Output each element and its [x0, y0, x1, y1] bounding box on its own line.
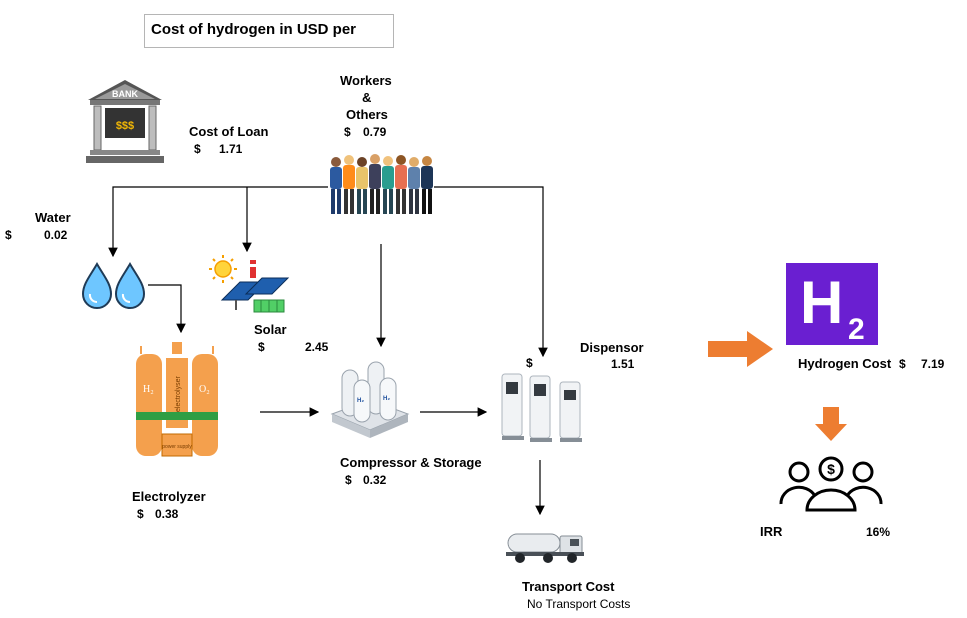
compressor-storage-icon: H₂ H₂ [330, 361, 410, 438]
hydrogen-cost-label: Hydrogen Cost [798, 356, 892, 371]
investors-icon: $ [779, 456, 883, 512]
compressor-label: Compressor & Storage [340, 455, 482, 470]
irr-label: IRR [760, 524, 783, 539]
workers-label-line3: Others [346, 107, 388, 122]
solar-currency: $ [258, 340, 265, 354]
water-label: Water [35, 210, 71, 225]
water-solar-to-electrolyzer-line [148, 284, 186, 334]
bank-icon: BANK $$$ [86, 80, 164, 163]
orange-arrow-down [815, 407, 847, 441]
electrolyzer-label: Electrolyzer [132, 489, 206, 504]
solar-label: Solar [254, 322, 287, 337]
dispensor-currency: $ [526, 356, 533, 370]
irr-value: 16% [866, 525, 891, 539]
workers-to-water-line [108, 186, 328, 258]
compressor-tank-mark-2: H₂ [383, 396, 390, 402]
dispensor-pumps-icon [501, 373, 582, 442]
water-value: 0.02 [44, 228, 68, 242]
hydrogen-logo-subscript: 2 [848, 313, 865, 345]
hydrogen-logo: H 2 [786, 263, 878, 346]
workers-label-line1: Workers [340, 73, 392, 88]
workers-currency: $ [344, 125, 351, 139]
transport-label: Transport Cost [522, 579, 615, 594]
electrolyzer-supply-text: power supply [162, 444, 192, 450]
dispensor-value: 1.51 [611, 357, 635, 371]
bank-money-text: $$$ [116, 120, 134, 132]
cost-of-loan-value: 1.71 [219, 142, 243, 156]
diagram-title: Cost of hydrogen in USD per [144, 14, 394, 48]
workers-to-dispensor-line [434, 186, 548, 358]
orange-arrow-right [708, 331, 773, 367]
transport-truck-icon [506, 533, 584, 563]
hydrogen-cost-value: 7.19 [921, 357, 945, 371]
hydrogen-logo-letter: H [800, 269, 843, 336]
hydrogen-logo-mark: H 2 [800, 269, 865, 346]
compressor-currency: $ [345, 473, 352, 487]
compressor-tank-mark-1: H₂ [357, 398, 364, 404]
workers-label-line2: & [362, 90, 372, 105]
transport-note: No Transport Costs [527, 597, 631, 611]
electrolyzer-currency: $ [137, 507, 144, 521]
electrolyzer-icon: H₂ O₂ electrolyser power supply [136, 342, 218, 457]
workers-group-icon [330, 154, 433, 214]
water-drops-icon [81, 262, 146, 309]
cost-of-loan-label: Cost of Loan [189, 124, 269, 139]
electrolyzer-value: 0.38 [155, 507, 179, 521]
compressor-value: 0.32 [363, 473, 387, 487]
solar-panel-icon [209, 255, 290, 313]
hydrogen-cost-currency: $ [899, 357, 906, 371]
workers-value: 0.79 [363, 125, 387, 139]
bank-sign-text: BANK [112, 89, 138, 99]
investors-dollar-text: $ [827, 461, 835, 477]
electrolyzer-column-text: electrolyser [175, 376, 182, 412]
dispensor-label: Dispensor [580, 340, 644, 355]
solar-value: 2.45 [305, 340, 329, 354]
electrolyzer-o2-text: O₂ [199, 384, 210, 395]
water-currency: $ [5, 228, 12, 242]
electrolyzer-h2-text: H₂ [143, 384, 154, 395]
cost-of-loan-currency: $ [194, 142, 201, 156]
